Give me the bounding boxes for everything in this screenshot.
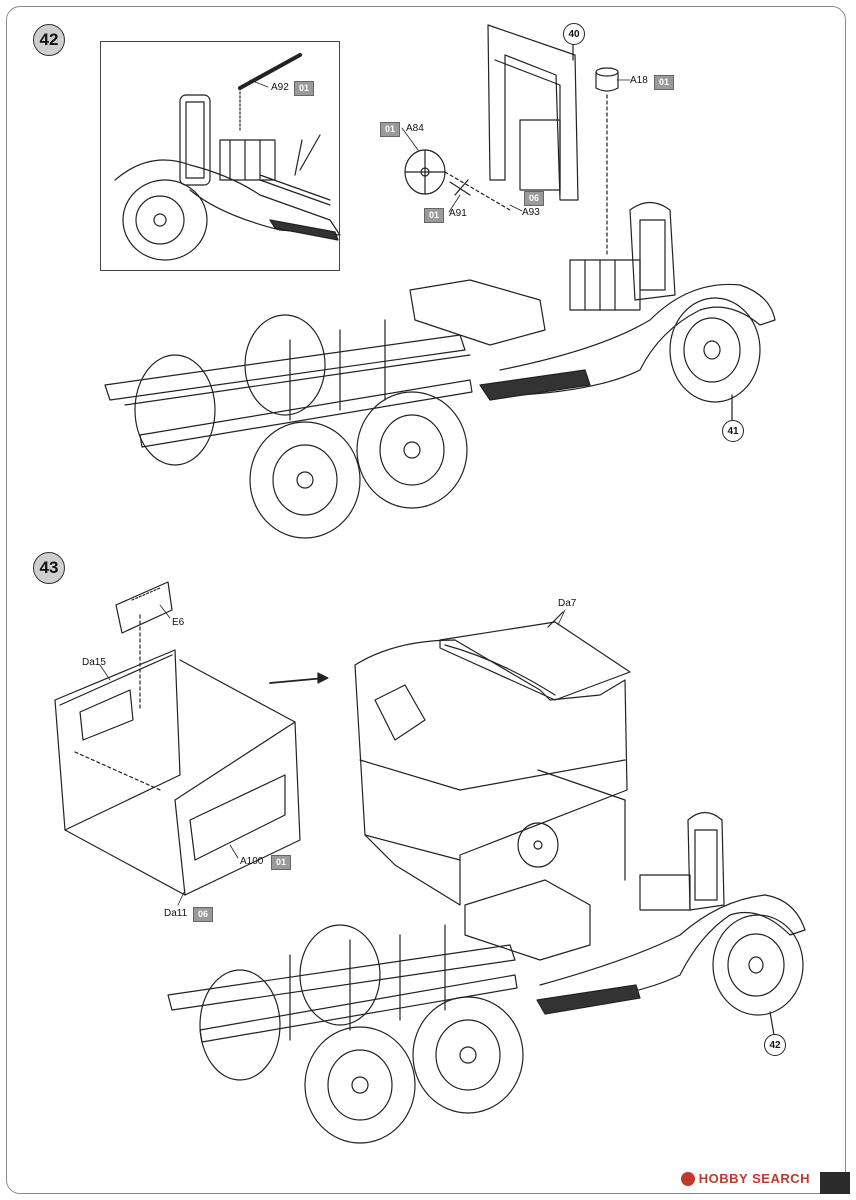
- callout-e6: E6: [172, 617, 185, 628]
- callout-a18: A18: [630, 75, 648, 86]
- truck-step43: [167, 639, 806, 1144]
- sprue-tag-da11: 06: [193, 907, 214, 922]
- ref-step-41: 41: [722, 420, 744, 442]
- sprue-tag-a100: 01: [271, 855, 292, 870]
- sprue-tag-a18: 01: [654, 75, 675, 90]
- hobby-search-logo-icon: [680, 1171, 695, 1186]
- page-corner-tab: [820, 1172, 850, 1194]
- ref-step-40: 40: [563, 23, 585, 45]
- sprue-tag-a93: 06: [524, 191, 545, 206]
- ref-step-42: 42: [764, 1034, 786, 1056]
- detail-inset: [100, 41, 340, 271]
- callout-da11: Da11: [164, 908, 188, 919]
- callout-da7: Da7: [558, 598, 577, 609]
- callout-a93: A93: [522, 207, 540, 218]
- cab-parts-step43: [54, 581, 631, 896]
- sprue-tag-a91: 01: [424, 208, 445, 223]
- step-number-43: 43: [33, 552, 65, 584]
- callout-da15: Da15: [82, 657, 106, 668]
- watermark-text: HOBBY SEARCH: [698, 1171, 810, 1186]
- inset-drawing: [114, 53, 341, 261]
- callout-a91: A91: [449, 208, 467, 219]
- watermark: HOBBY SEARCH: [680, 1171, 810, 1186]
- page-frame: [6, 6, 846, 1194]
- truck-step42: [104, 24, 776, 539]
- callout-a84: A84: [406, 123, 424, 134]
- sprue-tag-a84: 01: [380, 122, 401, 137]
- callout-a92: A92: [271, 82, 289, 93]
- sprue-tag-a92: 01: [294, 81, 315, 96]
- leader-lines: [99, 79, 631, 906]
- callout-a100: A100: [240, 856, 264, 867]
- step-number-42: 42: [33, 24, 65, 56]
